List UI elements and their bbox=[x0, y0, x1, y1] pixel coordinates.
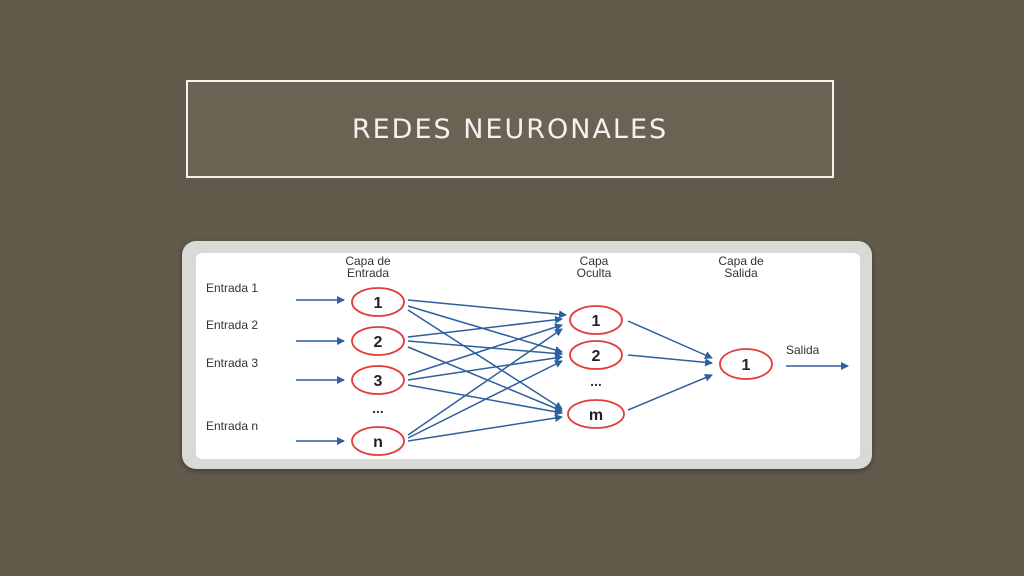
title-box: REDES NEURONALES bbox=[186, 80, 834, 178]
neural-network-diagram: Capa de Entrada Capa Oculta Capa de Sali… bbox=[196, 253, 860, 459]
input-node-3: 3 bbox=[351, 365, 405, 395]
hidden-ellipsis: ... bbox=[590, 373, 602, 389]
input-label-1: Entrada 1 bbox=[206, 281, 258, 295]
input-label-n: Entrada n bbox=[206, 419, 258, 433]
hidden-output-connections bbox=[627, 320, 713, 411]
svg-text:2: 2 bbox=[592, 348, 601, 365]
output-layer-header-1: Capa de bbox=[718, 254, 764, 268]
output-node-1: 1 bbox=[719, 348, 773, 380]
svg-text:n: n bbox=[373, 434, 383, 451]
input-layer-header-2: Entrada bbox=[347, 266, 389, 280]
svg-text:1: 1 bbox=[374, 295, 383, 312]
input-layer-header-1: Capa de bbox=[345, 254, 391, 268]
svg-text:m: m bbox=[589, 407, 603, 424]
output-layer-header-2: Salida bbox=[724, 266, 758, 280]
input-node-1: 1 bbox=[351, 287, 405, 317]
hidden-node-1: 1 bbox=[569, 305, 623, 335]
input-hidden-connections bbox=[407, 299, 567, 442]
hidden-layer-header-2: Oculta bbox=[577, 266, 612, 280]
slide-title: REDES NEURONALES bbox=[351, 113, 669, 145]
hidden-layer-header-1: Capa bbox=[580, 254, 609, 268]
hidden-node-2: 2 bbox=[569, 340, 623, 370]
svg-text:1: 1 bbox=[742, 357, 751, 374]
network-svg: Capa de Entrada Capa Oculta Capa de Sali… bbox=[206, 254, 849, 456]
svg-text:3: 3 bbox=[374, 373, 383, 390]
input-node-2: 2 bbox=[351, 326, 405, 356]
input-label-2: Entrada 2 bbox=[206, 318, 258, 332]
output-label: Salida bbox=[786, 343, 820, 357]
input-label-3: Entrada 3 bbox=[206, 356, 258, 370]
input-ellipsis: ... bbox=[372, 400, 384, 416]
input-node-n: n bbox=[351, 426, 405, 456]
svg-text:1: 1 bbox=[592, 313, 601, 330]
svg-text:2: 2 bbox=[374, 334, 383, 351]
hidden-node-m: m bbox=[567, 399, 625, 429]
